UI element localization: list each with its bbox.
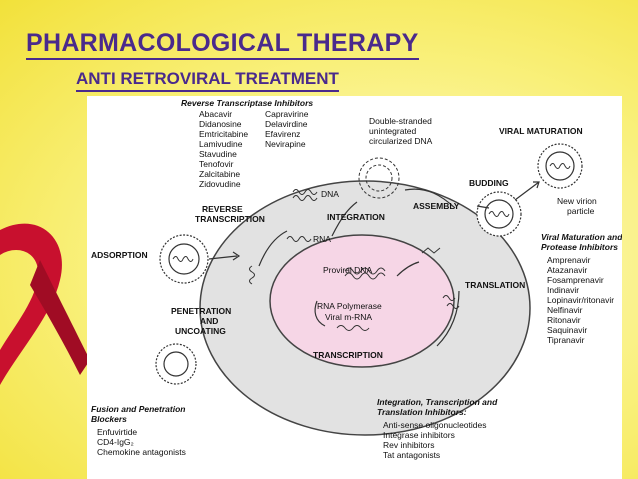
pi-drug: Nelfinavir (547, 305, 583, 315)
fusion-header: Fusion and Penetration (91, 404, 185, 414)
stage-reverse-transcription: REVERSE (202, 204, 243, 214)
itt-header: Translation Inhibitors: (377, 407, 467, 417)
fusion-header: Blockers (91, 414, 127, 424)
rti-drug: Zidovudine (199, 179, 241, 189)
rti-drug: Lamivudine (199, 139, 243, 149)
itt-drug: Anti-sense oligonucleotides (383, 420, 486, 430)
red-ribbon-icon (0, 223, 90, 385)
rti-drug: Efavirenz (265, 129, 300, 139)
stage-penetration: PENETRATION (171, 306, 231, 316)
label-dna: DNA (321, 189, 339, 199)
label-proviral-dna: Proviral DNA (323, 265, 372, 275)
pi-header: Viral Maturation and (541, 232, 622, 242)
stage-reverse-transcription: TRANSCRIPTION (195, 214, 265, 224)
itt-drug: Tat antagonists (383, 450, 440, 460)
virus-in-cell (155, 343, 197, 385)
pi-drug: Lopinavir/ritonavir (547, 295, 614, 305)
rti-drug: Zalcitabine (199, 169, 240, 179)
fusion-drug: CD4-IgG₂ (97, 437, 134, 447)
slide-title: PHARMACOLOGICAL THERAPY (26, 28, 419, 60)
rti-drug: Abacavir (199, 109, 232, 119)
rna-strand-icon (286, 236, 312, 242)
rti-drug: Delavirdine (265, 119, 308, 129)
stage-integration: INTEGRATION (327, 212, 385, 222)
rti-drug: Tenofovir (199, 159, 234, 169)
stage-budding: BUDDING (469, 178, 509, 188)
stage-adsorption: ADSORPTION (91, 250, 148, 260)
proviral-dna-icon (344, 267, 386, 275)
dsdna-note: Double-stranded (369, 116, 432, 126)
label-rna-polymerase: RNA Polymerase (317, 301, 382, 311)
pi-drug: Amprenavir (547, 255, 591, 265)
stage-viral-maturation: VIRAL MATURATION (499, 126, 583, 136)
dna-strand-icon (292, 189, 318, 195)
stage-penetration: AND (200, 316, 218, 326)
rti-header: Reverse Transcriptase Inhibitors (181, 98, 313, 108)
dsdna-note: unintegrated (369, 126, 417, 136)
rti-drug: Capravirine (265, 109, 309, 119)
fusion-drug: Chemokine antagonists (97, 447, 186, 457)
stage-transcription: TRANSCRIPTION (313, 350, 383, 360)
fusion-drug: Enfuvirtide (97, 427, 137, 437)
rti-drug: Emtricitabine (199, 129, 248, 139)
cell-nucleus (269, 234, 455, 368)
circular-dna-icon (358, 157, 400, 199)
itt-drug: Integrase inhibitors (383, 430, 455, 440)
rti-drug: Stavudine (199, 149, 237, 159)
virus-mature (537, 143, 583, 189)
lifecycle-diagram: Reverse Transcriptase Inhibitors Abacavi… (91, 98, 622, 460)
stage-assembly: ASSEMBLY (413, 201, 460, 211)
pi-drug: Indinavir (547, 285, 579, 295)
pi-drug: Ritonavir (547, 315, 581, 325)
itt-header: Integration, Transcription and (377, 397, 498, 407)
stage-translation: TRANSLATION (465, 280, 525, 290)
stage-penetration: UNCOATING (175, 326, 226, 336)
virus-adsorption (159, 234, 209, 284)
label-viral-mrna: Viral m-RNA (325, 312, 372, 322)
label-rna: RNA (313, 234, 331, 244)
pi-drug: Saquinavir (547, 325, 587, 335)
new-virion-label: New virion (557, 196, 597, 206)
pi-drug: Fosamprenavir (547, 275, 604, 285)
pi-drug: Atazanavir (547, 265, 587, 275)
mrna-strand-icon (336, 325, 370, 331)
slide-subtitle: ANTI RETROVIRAL TREATMENT (76, 68, 339, 92)
pi-drug: Tipranavir (547, 335, 585, 345)
dsdna-note: circularized DNA (369, 136, 433, 146)
pi-header: Protease Inhibitors (541, 242, 618, 252)
rti-drug: Nevirapine (265, 139, 306, 149)
lifecycle-arrows (208, 181, 540, 347)
itt-drug: Rev inhibitors (383, 440, 435, 450)
rti-drug: Didanosine (199, 119, 242, 129)
virus-budding (476, 191, 522, 237)
hiv-lifecycle-figure: Reverse Transcriptase Inhibitors Abacavi… (87, 96, 622, 479)
new-virion-label: particle (567, 206, 595, 216)
